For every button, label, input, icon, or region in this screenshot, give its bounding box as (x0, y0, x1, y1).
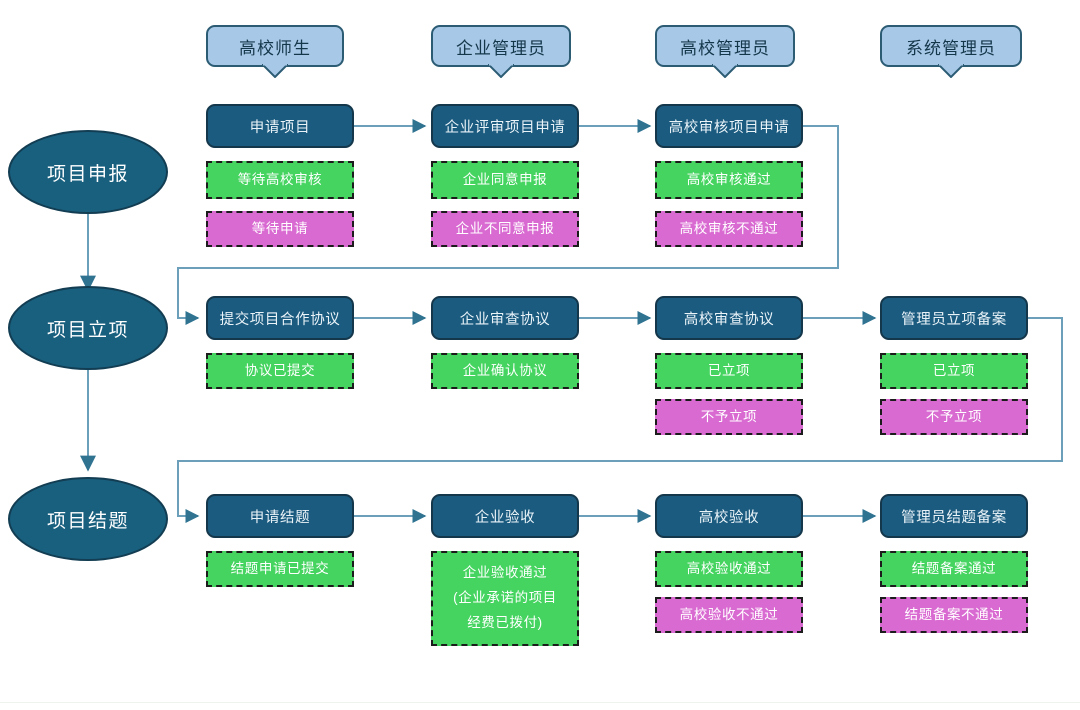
action-box-enterprise-acceptance[interactable]: 企业验收 (431, 494, 579, 538)
stage-label: 项目申报 (46, 163, 129, 185)
action-box-submit-agreement[interactable]: 提交项目合作协议 (206, 296, 354, 340)
status-chip-university-acceptance-rejected[interactable]: 高校验收不通过 (655, 597, 803, 633)
status-chip-university-audit-rejected[interactable]: 高校审核不通过 (655, 211, 803, 247)
role-label: 高校管理员 (680, 38, 770, 58)
status-chip-enterprise-acceptance-passed[interactable]: 企业验收通过 (企业承诺的项目 经费已拨付) (431, 551, 579, 646)
role-label: 系统管理员 (906, 38, 996, 58)
status-label: 已立项 (707, 362, 751, 378)
role-label: 高校师生 (239, 38, 311, 58)
action-label: 企业审查协议 (459, 311, 551, 328)
stage-label: 项目结题 (46, 510, 129, 532)
status-chip-project-not-approved-university[interactable]: 不予立项 (655, 399, 803, 435)
status-chip-agreement-submitted[interactable]: 协议已提交 (206, 353, 354, 389)
stage-label: 项目立项 (46, 319, 129, 341)
status-chip-enterprise-disagree-declaration[interactable]: 企业不同意申报 (431, 211, 579, 247)
action-label: 企业验收 (474, 509, 536, 526)
status-label: 企业同意申报 (462, 171, 548, 187)
status-label: 高校验收不通过 (679, 606, 779, 622)
action-label: 高校验收 (698, 509, 760, 526)
status-chip-project-approved-admin[interactable]: 已立项 (880, 353, 1028, 389)
status-label: 企业验收通过 (企业承诺的项目 经费已拨付) (453, 565, 557, 630)
action-label: 高校审查协议 (683, 311, 775, 328)
status-chip-waiting-application[interactable]: 等待申请 (206, 211, 354, 247)
status-chip-closure-record-passed[interactable]: 结题备案通过 (880, 551, 1028, 587)
action-label: 管理员立项备案 (901, 311, 1007, 328)
stage-oval-declaration[interactable]: 项目申报 (8, 130, 168, 214)
role-header-system-admin[interactable]: 系统管理员 (880, 25, 1022, 78)
status-label: 高校验收通过 (686, 560, 772, 576)
status-label: 结题申请已提交 (230, 560, 330, 576)
status-chip-closure-record-rejected[interactable]: 结题备案不通过 (880, 597, 1028, 633)
status-label: 结题备案不通过 (904, 606, 1004, 622)
status-label: 不予立项 (700, 408, 758, 424)
status-chip-enterprise-agree-declaration[interactable]: 企业同意申报 (431, 161, 579, 199)
status-label: 企业确认协议 (462, 362, 548, 378)
status-chip-project-not-approved-admin[interactable]: 不予立项 (880, 399, 1028, 435)
status-label: 不予立项 (925, 408, 983, 424)
action-label: 提交项目合作协议 (219, 311, 341, 328)
status-label: 等待申请 (251, 220, 309, 236)
bottom-divider (0, 702, 1080, 703)
action-box-admin-record-approval[interactable]: 管理员立项备案 (880, 296, 1028, 340)
action-box-enterprise-review-application[interactable]: 企业评审项目申请 (431, 104, 579, 148)
status-chip-waiting-university-audit[interactable]: 等待高校审核 (206, 161, 354, 199)
status-label: 已立项 (932, 362, 976, 378)
role-header-teacher-student[interactable]: 高校师生 (206, 25, 344, 78)
status-chip-enterprise-confirm-agreement[interactable]: 企业确认协议 (431, 353, 579, 389)
status-chip-closure-application-submitted[interactable]: 结题申请已提交 (206, 551, 354, 587)
stage-oval-approval[interactable]: 项目立项 (8, 286, 168, 370)
status-label: 高校审核不通过 (679, 220, 779, 236)
status-label: 结题备案通过 (911, 560, 997, 576)
status-label: 等待高校审核 (237, 171, 323, 187)
action-box-university-audit-application[interactable]: 高校审核项目申请 (655, 104, 803, 148)
action-label: 申请结题 (249, 509, 311, 526)
action-label: 高校审核项目申请 (668, 119, 790, 136)
bubble-tail-icon (262, 64, 288, 78)
stage-oval-closure[interactable]: 项目结题 (8, 477, 168, 561)
bubble-tail-icon (938, 64, 964, 78)
status-label: 高校审核通过 (686, 171, 772, 187)
status-chip-university-audit-passed[interactable]: 高校审核通过 (655, 161, 803, 199)
status-chip-university-acceptance-passed[interactable]: 高校验收通过 (655, 551, 803, 587)
bubble-tail-icon (488, 64, 514, 78)
role-header-enterprise-admin[interactable]: 企业管理员 (431, 25, 571, 78)
bubble-tail-icon (712, 64, 738, 78)
action-box-admin-record-closure[interactable]: 管理员结题备案 (880, 494, 1028, 538)
role-header-university-admin[interactable]: 高校管理员 (655, 25, 795, 78)
status-label: 企业不同意申报 (455, 220, 555, 236)
action-box-apply-closure[interactable]: 申请结题 (206, 494, 354, 538)
action-label: 企业评审项目申请 (444, 119, 566, 136)
action-box-university-check-agreement[interactable]: 高校审查协议 (655, 296, 803, 340)
action-box-university-acceptance[interactable]: 高校验收 (655, 494, 803, 538)
action-box-apply-project[interactable]: 申请项目 (206, 104, 354, 148)
role-label: 企业管理员 (456, 38, 546, 58)
action-label: 管理员结题备案 (901, 509, 1007, 526)
action-label: 申请项目 (249, 119, 311, 136)
status-chip-project-approved-university[interactable]: 已立项 (655, 353, 803, 389)
status-label: 协议已提交 (244, 362, 316, 378)
action-box-enterprise-check-agreement[interactable]: 企业审查协议 (431, 296, 579, 340)
